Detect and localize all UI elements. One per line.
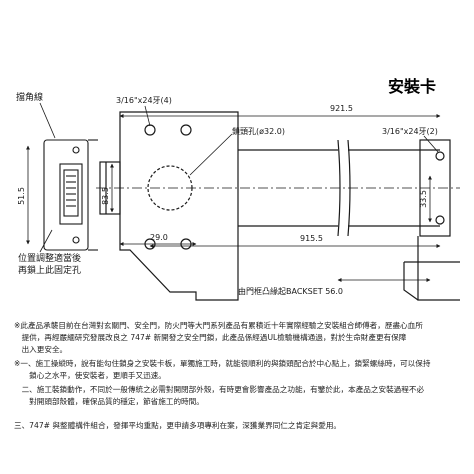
strike-plate — [43, 139, 98, 251]
page-title: 安裝卡 — [388, 77, 436, 96]
leader-adjust-note — [39, 229, 53, 253]
leader-lock-hole — [189, 133, 233, 176]
label-adjust-note-1: 位置調整適當後 — [18, 252, 81, 264]
note-line-7: 對開頭部殼體，確保品質的穩定，節省施工的時間。 — [14, 397, 204, 406]
right-bracket — [403, 139, 460, 301]
dim-915-5: 915.5 — [300, 234, 323, 243]
label-lock-hole: 鎖頭孔(ø32.0) — [232, 126, 285, 136]
note-line-5: 鎖心之水平，使安裝者，更順手又迅速。 — [14, 371, 166, 380]
dim-921-5: 921.5 — [330, 104, 353, 113]
leader-screw-right — [423, 135, 439, 153]
label-backset: 由門框凸緣起BACKSET 56.0 — [238, 286, 343, 296]
note-line-4: ※一、施工操縱時，說有能勾住鎖身之安裝卡板，單獨施工時，就能很順利的與鎖頭配合於… — [14, 359, 431, 368]
note-line-2: 提供，再經嚴緬研究發展改良之 747# 新開發之安全門鎖，此產品係經過UL檢驗機… — [14, 333, 407, 342]
leader-jamb-line — [39, 102, 56, 139]
label-jamb-line: 擋角線 — [16, 91, 43, 103]
dim-51-5: 51.5 — [17, 187, 26, 205]
install-card-bracket — [99, 111, 239, 301]
label-adjust-note-2: 再鎖上此固定孔 — [18, 264, 81, 276]
note-line-6: 二、施工裝鎖動作，不同於一般傳統之必需對開閉部外殼，有時更會影響產品之功能，有鑒… — [14, 385, 425, 394]
note-line-3: 出入更安全。 — [14, 345, 68, 354]
dim-29: 29.0 — [150, 233, 168, 242]
label-screw-right: 3/16"x24牙(2) — [382, 127, 438, 136]
label-screw-left: 3/16"x24牙(4) — [116, 96, 172, 105]
dim-83-5: 83.5 — [101, 187, 110, 205]
note-line-8: 三、747# 與整體構件組合，發揮平均重點，更申請多項專利在案，深獲業界同仁之肯… — [14, 421, 342, 430]
note-line-1: ※此產品承襲目前在台灣對玄關門、安全門，防火門等大門系列產品有累積近十年實際經驗… — [14, 321, 423, 330]
dim-33-5: 33.5 — [419, 190, 428, 208]
